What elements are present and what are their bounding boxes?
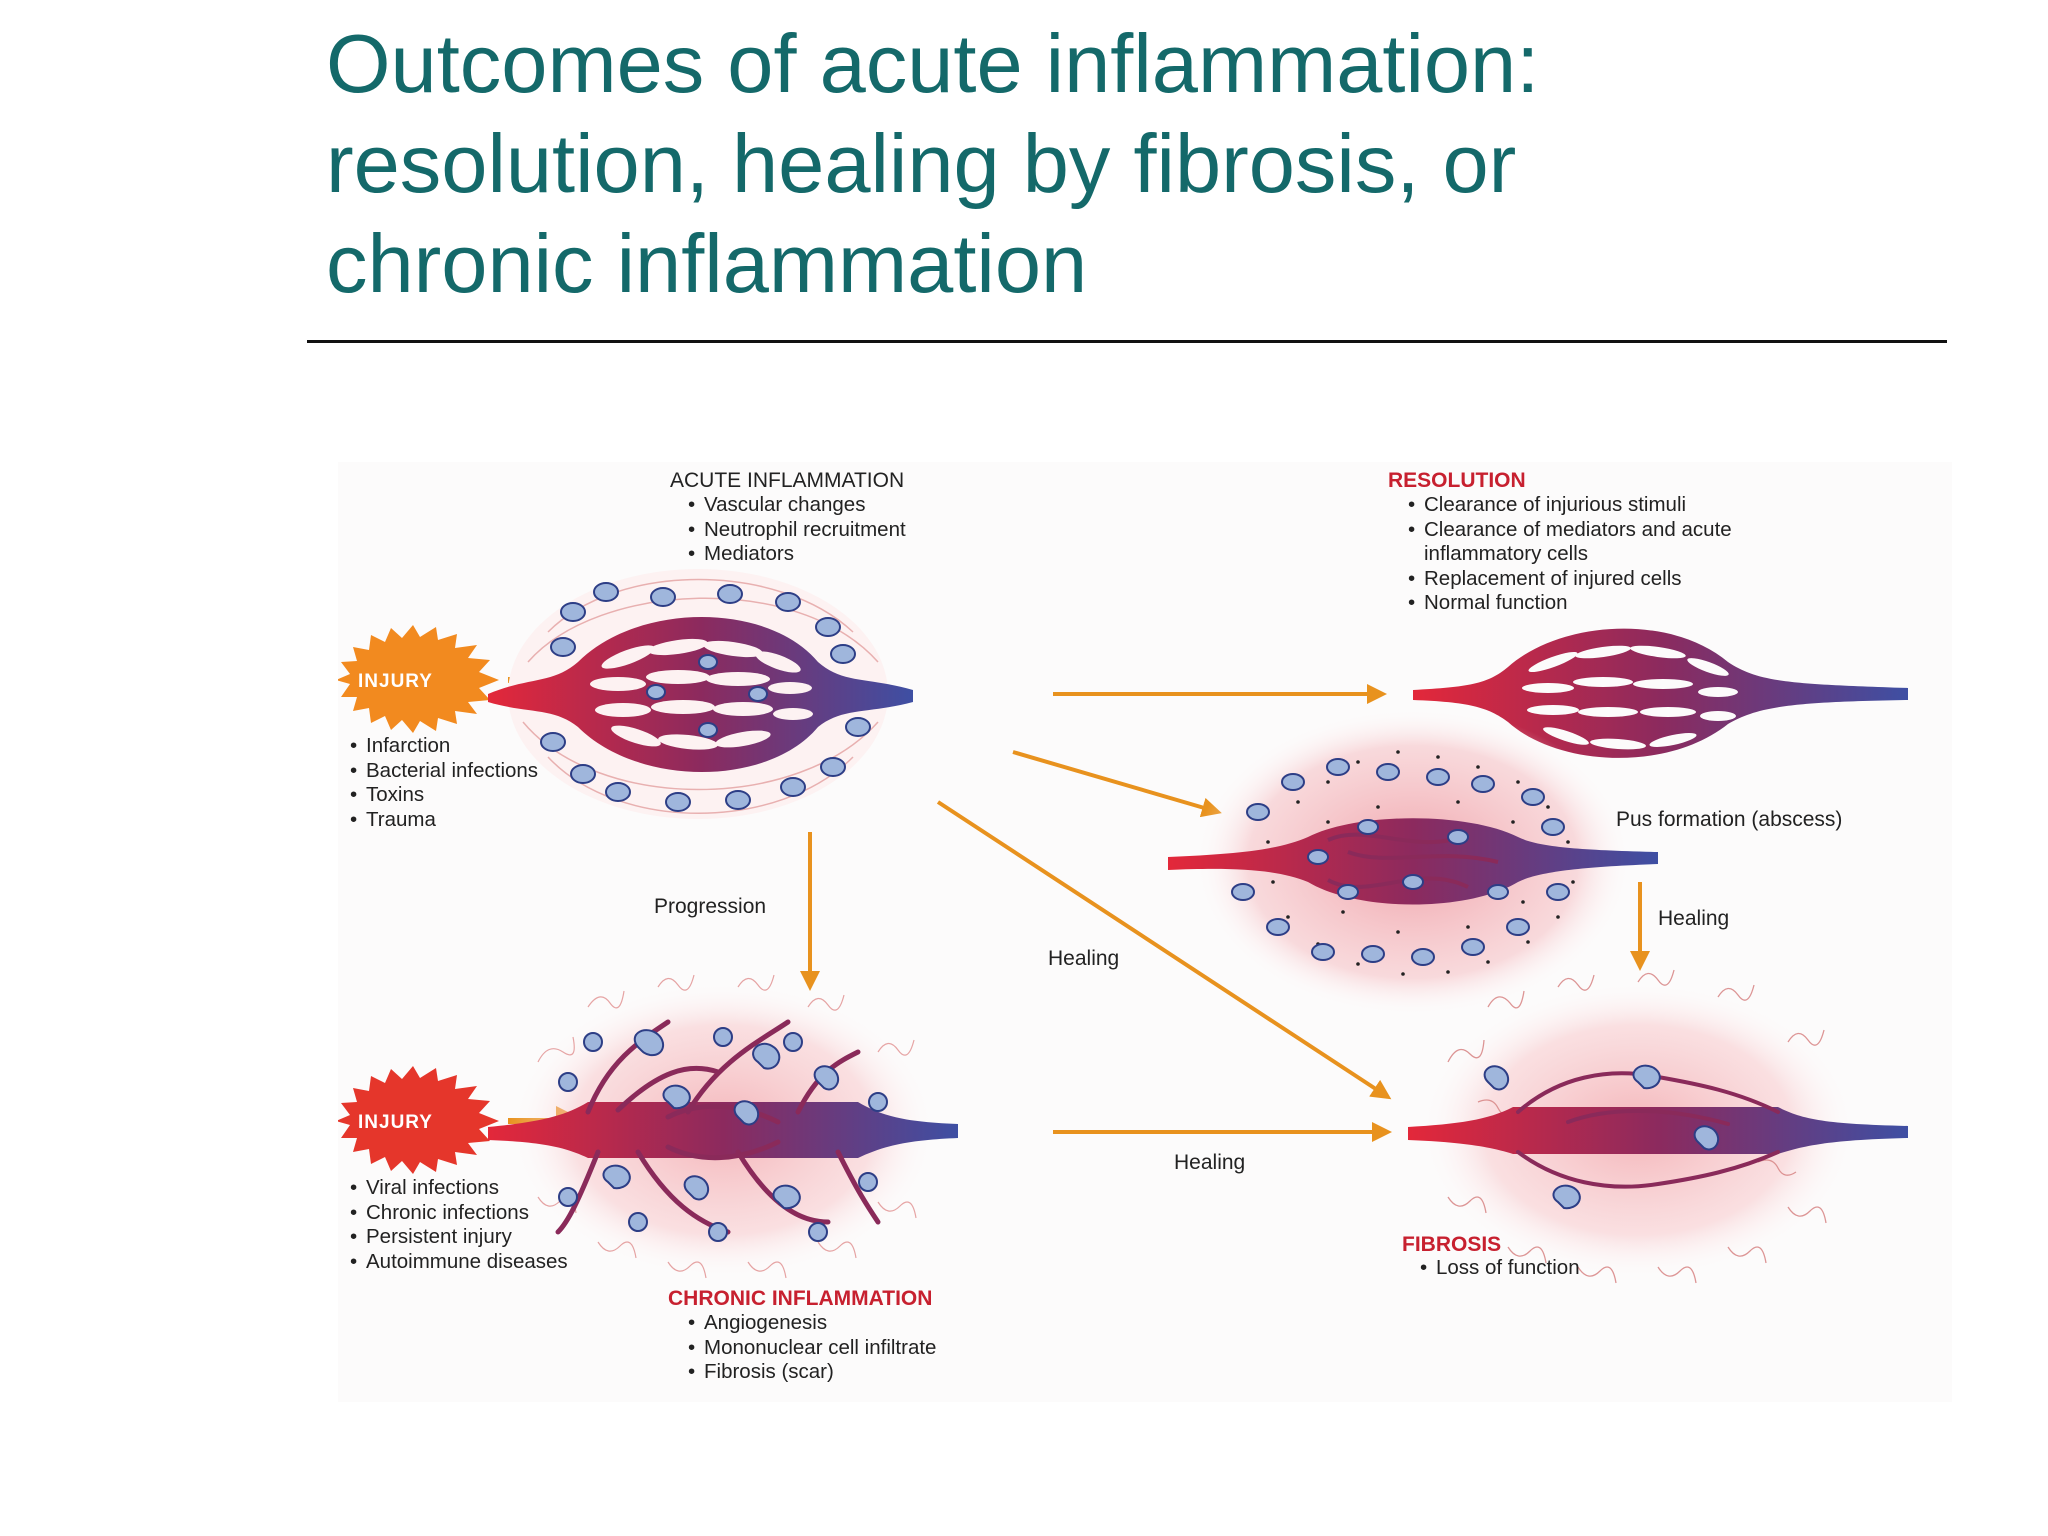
fibrosis-bullet: Loss of function [1420, 1256, 1580, 1281]
acute-bullet: Mediators [688, 542, 906, 567]
resolution-bullets: Clearance of injurious stimuli Clearance… [1408, 493, 1738, 616]
injury-top-label: INJURY [358, 671, 433, 692]
resolution-vessel-bed [1413, 628, 1908, 758]
injury-cause: Viral infections [350, 1176, 568, 1201]
injury-cause: Chronic infections [350, 1201, 568, 1226]
injury-burst-top [338, 625, 499, 733]
acute-vessel-bed [488, 569, 913, 819]
arrow-acute-to-fibrosis [936, 800, 1392, 1100]
fibrosis-bullets: Loss of function [1420, 1256, 1580, 1281]
fibrosis-heading: FIBROSIS [1402, 1233, 1502, 1256]
resolution-bullet: Clearance of mediators and acute inflamm… [1408, 518, 1738, 567]
injury-cause: Trauma [350, 808, 538, 833]
acute-heading: ACUTE INFLAMMATION [670, 469, 905, 492]
abscess-label: Pus formation (abscess) [1616, 808, 1843, 831]
injury-burst-bottom [338, 1066, 499, 1174]
resolution-heading: RESOLUTION [1388, 469, 1526, 492]
chronic-bullet: Fibrosis (scar) [688, 1360, 936, 1385]
resolution-bullet: Replacement of injured cells [1408, 567, 1738, 592]
abscess-vessel-bed [1168, 707, 1658, 1017]
resolution-bullet: Clearance of injurious stimuli [1408, 493, 1738, 518]
injury-bottom-label: INJURY [358, 1112, 433, 1133]
fibrosis-vessel-bed [1408, 969, 1908, 1284]
title-line-1: Outcomes of acute inflammation: [326, 17, 1540, 110]
chronic-bullet: Angiogenesis [688, 1311, 936, 1336]
outcomes-diagram: INJURY INJURY [338, 462, 1952, 1402]
chronic-vessel-bed [488, 974, 958, 1280]
acute-bullet: Neutrophil recruitment [688, 518, 906, 543]
slide-title: Outcomes of acute inflammation: resoluti… [326, 14, 1926, 314]
injury-top-causes: Infarction Bacterial infections Toxins T… [350, 734, 538, 832]
injury-bottom-causes: Viral infections Chronic infections Pers… [350, 1176, 568, 1274]
injury-cause: Autoimmune diseases [350, 1250, 568, 1275]
injury-cause: Toxins [350, 783, 538, 808]
diagram-artwork: INJURY INJURY [338, 569, 1908, 1284]
acute-bullet: Vascular changes [688, 493, 906, 518]
healing-chronic-label: Healing [1174, 1151, 1246, 1174]
chronic-bullets: Angiogenesis Mononuclear cell infiltrate… [688, 1311, 936, 1385]
progression-label: Progression [654, 895, 767, 918]
title-line-2: resolution, healing by fibrosis, or [326, 117, 1517, 210]
healing-diagonal-label: Healing [1048, 947, 1120, 970]
chronic-bullet: Mononuclear cell infiltrate [688, 1336, 936, 1361]
title-divider [307, 340, 1947, 343]
acute-bullets: Vascular changes Neutrophil recruitment … [688, 493, 906, 567]
flow-arrows [508, 665, 1650, 1142]
injury-cause: Persistent injury [350, 1225, 568, 1250]
resolution-bullet: Normal function [1408, 591, 1738, 616]
healing-abscess-label: Healing [1658, 907, 1730, 930]
injury-cause: Bacterial infections [350, 759, 538, 784]
injury-cause: Infarction [350, 734, 538, 759]
arrow-acute-to-abscess [1012, 750, 1222, 818]
chronic-heading: CHRONIC INFLAMMATION [668, 1287, 933, 1310]
title-line-3: chronic inflammation [326, 217, 1088, 310]
